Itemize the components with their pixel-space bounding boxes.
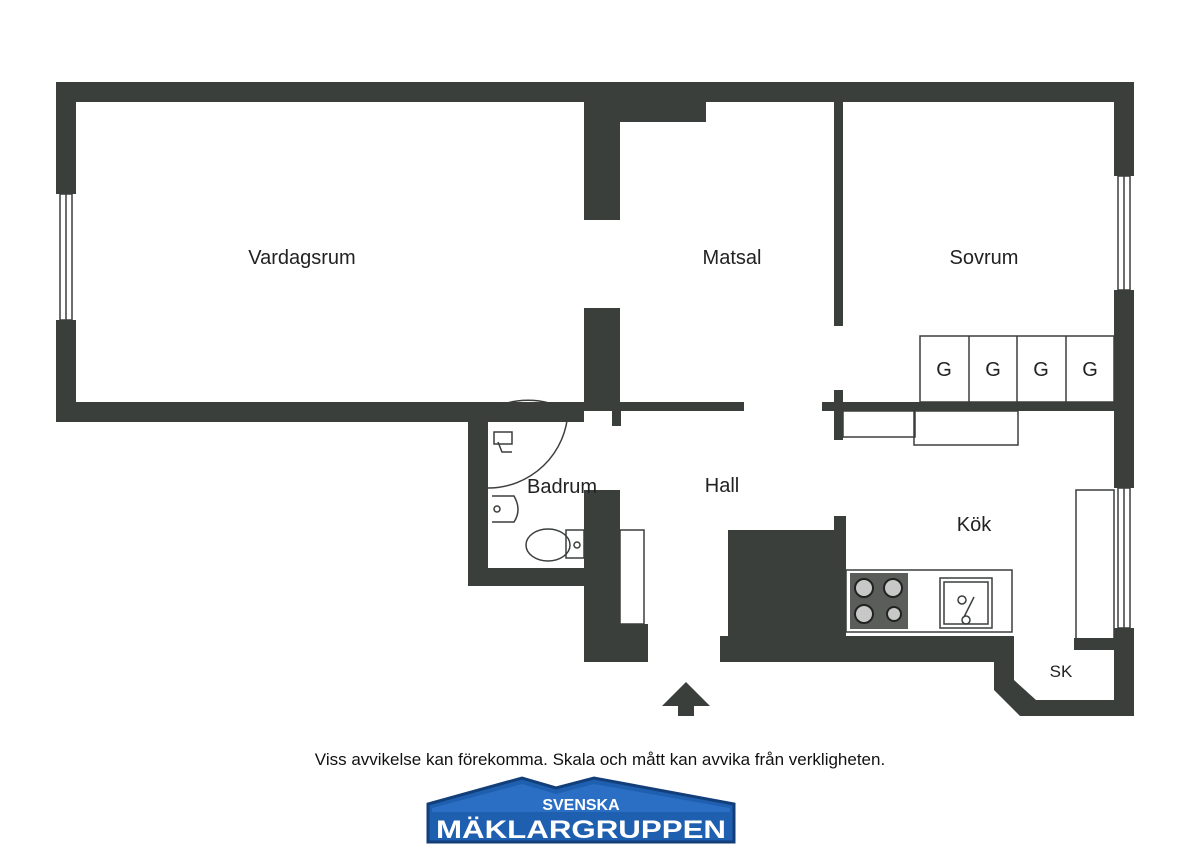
room-label-sovrum: Sovrum [950, 247, 1019, 269]
disclaimer-text: Viss avvikelse kan förekomma. Skala och … [314, 750, 886, 769]
maklargruppen-logo: SVENSKA MÄKLARGRUPPEN [426, 776, 736, 844]
logo-line1: SVENSKA [542, 797, 620, 814]
wardrobe-label-2: G [985, 359, 1001, 381]
wardrobe-label-3: G [1033, 359, 1049, 381]
room-label-sk: SK [1050, 662, 1073, 681]
room-label-matsal: Matsal [703, 247, 762, 269]
wardrobes: G G G G [919, 335, 1115, 403]
windows [59, 115, 1131, 629]
entrance-arrow-icon [662, 682, 710, 716]
wardrobe-label-4: G [1082, 359, 1098, 381]
room-label-kok: Kök [957, 514, 992, 536]
wardrobe-label-1: G [936, 359, 952, 381]
logo-line2: MÄKLARGRUPPEN [436, 816, 726, 844]
walls [56, 82, 1134, 716]
room-label-vardagsrum: Vardagsrum [248, 247, 355, 269]
kitchen-fixtures [842, 410, 1115, 641]
bathroom-fixtures [487, 399, 645, 625]
sink [939, 577, 993, 629]
room-label-badrum: Badrum [527, 476, 597, 498]
room-label-hall: Hall [705, 475, 739, 497]
